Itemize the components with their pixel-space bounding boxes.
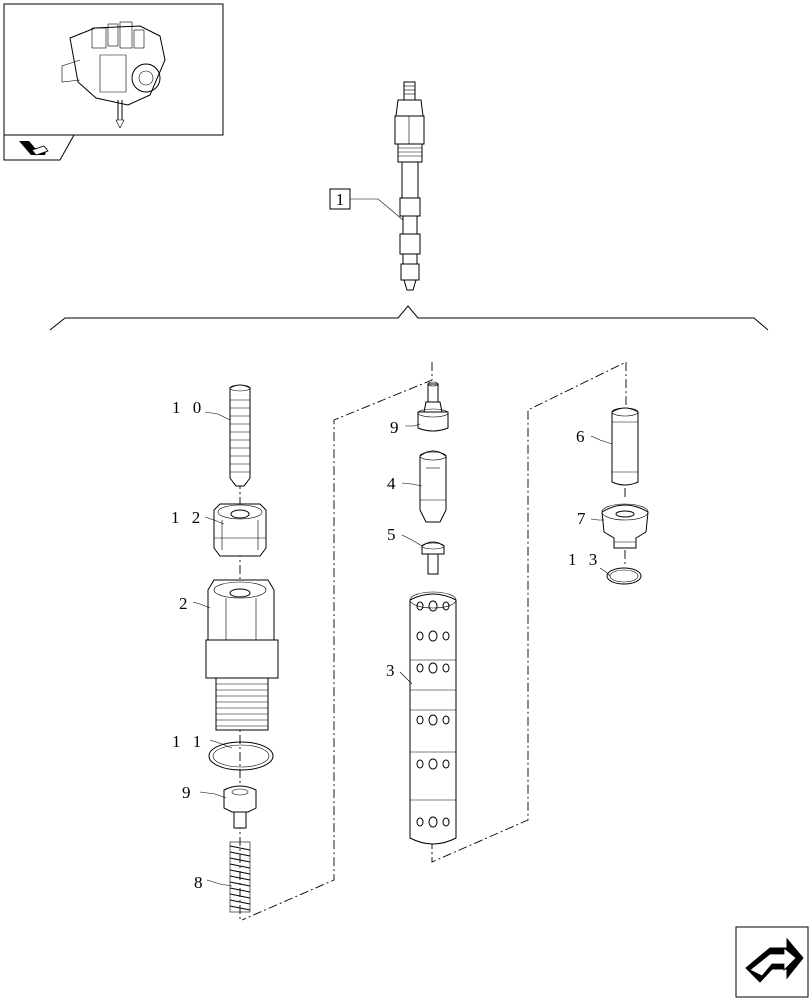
middle-axis-line-left: [241, 362, 433, 921]
cartridge-assembly: [394, 81, 425, 291]
part-8-spring[interactable]: [229, 841, 251, 913]
leader-lines: [192, 411, 613, 887]
part-13-small-o-ring[interactable]: [606, 567, 642, 585]
callout-6[interactable]: 6: [576, 427, 589, 446]
grouping-brace: [49, 305, 769, 331]
diagram-nav-icon: [19, 141, 49, 156]
middle-axis-line-right: [431, 361, 627, 863]
callout-3[interactable]: 3: [386, 661, 399, 680]
part-5-small-pin[interactable]: [421, 541, 445, 575]
part-11-o-ring[interactable]: [208, 741, 274, 771]
part-7-plug[interactable]: [601, 503, 649, 566]
part-9-stem-middle[interactable]: [417, 381, 449, 432]
part-12-lock-nut[interactable]: [213, 503, 267, 557]
callout-7[interactable]: 7: [577, 509, 590, 528]
part-10-threaded-pin[interactable]: [229, 384, 251, 487]
next-arrow-icon: [745, 937, 804, 983]
part-3-spool-sleeve[interactable]: [409, 591, 457, 845]
assembly-callout-label: 1: [336, 190, 345, 209]
assembly-callout-1[interactable]: 1: [329, 188, 404, 221]
part-4-piston[interactable]: [419, 450, 447, 523]
callout-labels: 1 0 1 2 2 1 1 9 8 9 4 5 3 6 7 1 3: [171, 398, 601, 892]
callout-5[interactable]: 5: [387, 525, 400, 544]
callout-13[interactable]: 1 3: [568, 550, 601, 569]
callout-4[interactable]: 4: [387, 474, 400, 493]
callout-11[interactable]: 1 1: [172, 732, 205, 751]
part-2-valve-body[interactable]: [205, 579, 279, 731]
next-page-button[interactable]: [735, 926, 809, 998]
callout-8[interactable]: 8: [194, 873, 207, 892]
callout-9-middle[interactable]: 9: [390, 418, 403, 437]
callout-12[interactable]: 1 2: [171, 508, 204, 527]
callout-10[interactable]: 1 0: [172, 398, 205, 417]
thumbnail-panel[interactable]: [3, 3, 224, 161]
pump-assembly-thumbnail: [61, 21, 166, 129]
callout-2[interactable]: 2: [179, 594, 192, 613]
part-6-pin[interactable]: [611, 407, 639, 500]
callout-9-left[interactable]: 9: [182, 783, 195, 802]
part-9-poppet-left[interactable]: [223, 785, 257, 829]
